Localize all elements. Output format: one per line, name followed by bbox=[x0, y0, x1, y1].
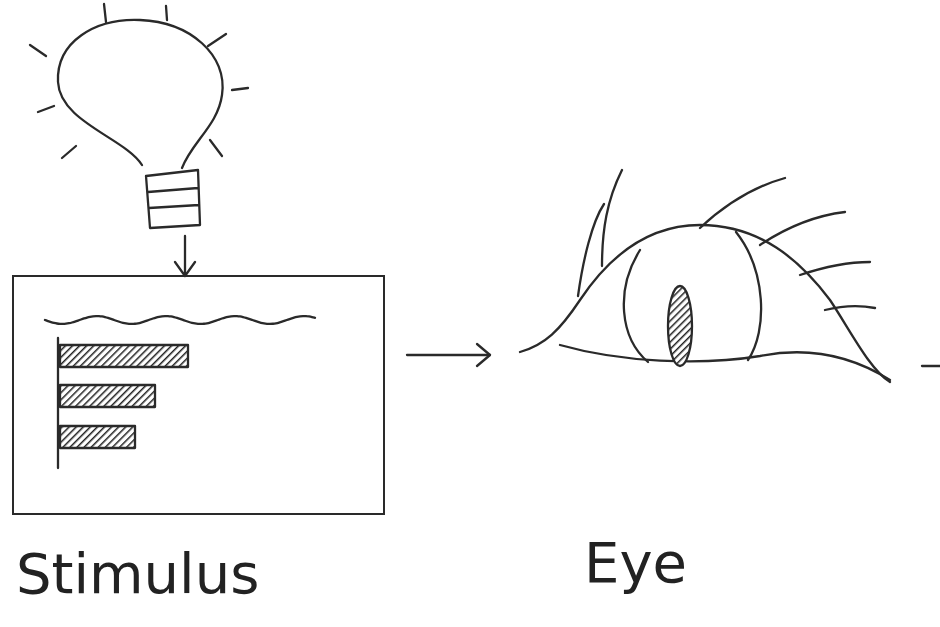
eye-lower-lid bbox=[560, 345, 890, 380]
eye-lashes bbox=[578, 170, 875, 310]
bulb-globe bbox=[58, 20, 223, 168]
chart-bar bbox=[60, 385, 155, 407]
chart-title-squiggle bbox=[45, 316, 315, 324]
eye-iris bbox=[624, 232, 761, 362]
stimulus-frame bbox=[12, 275, 385, 515]
outgoing-arrow-stub bbox=[922, 365, 940, 367]
chart-bar bbox=[60, 345, 188, 367]
eye-figure: Eye bbox=[520, 170, 900, 598]
bulb-rays bbox=[30, 4, 248, 158]
chart-bar bbox=[60, 426, 135, 448]
light-arrow bbox=[175, 236, 195, 276]
bulb-base bbox=[146, 170, 200, 228]
node-label: Stimulus bbox=[16, 543, 259, 605]
arrow-head bbox=[477, 344, 490, 366]
arrow-shaft bbox=[407, 354, 490, 356]
eye-pupil bbox=[668, 286, 692, 366]
stimulus-box: Stimulus bbox=[12, 275, 385, 609]
flow-arrow bbox=[407, 344, 490, 366]
node-label: Eye bbox=[584, 532, 687, 594]
eye-upper-lid bbox=[520, 225, 890, 382]
chart-axis bbox=[57, 338, 59, 468]
